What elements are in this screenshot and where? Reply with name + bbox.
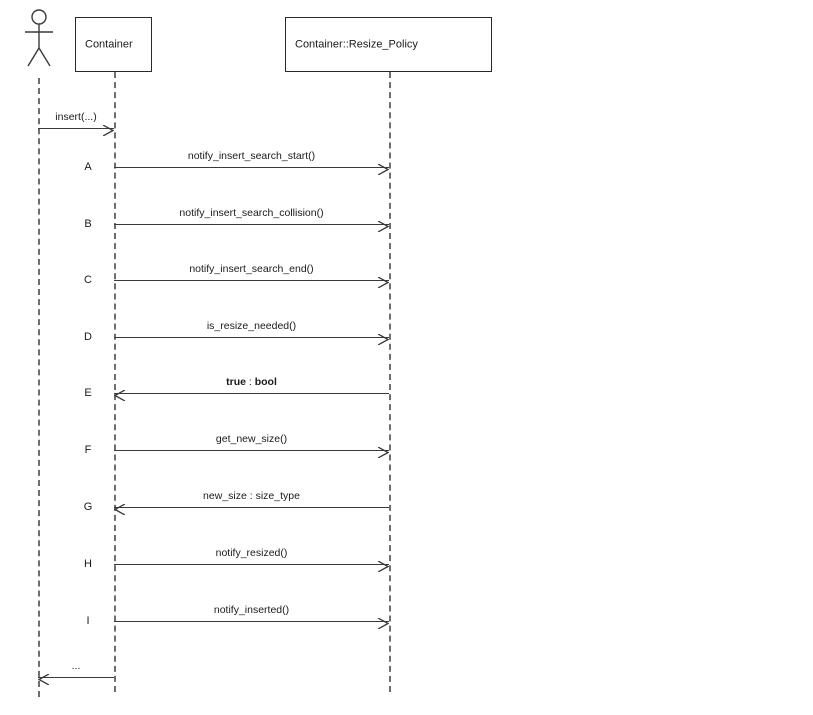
step-key-g: G (83, 501, 93, 513)
message-label: ... (71, 660, 81, 672)
participant-label-resize_policy: Container::Resize_Policy (295, 38, 418, 50)
lifeline-actor (38, 78, 40, 697)
step-key-e: E (84, 387, 92, 399)
step-key-b: B (84, 218, 92, 230)
arrowhead-left-icon (113, 502, 126, 516)
message-line (114, 507, 389, 508)
step-key-c: C (84, 274, 92, 286)
step-key-d: D (84, 331, 92, 343)
arrowhead-left-icon (113, 388, 126, 402)
message-label: notify_inserted() (213, 604, 290, 616)
arrowhead-right-icon (377, 559, 390, 573)
arrowhead-right-icon (377, 219, 390, 233)
message-line (114, 564, 389, 565)
participant-box-container[interactable]: Container (75, 17, 152, 72)
message-line (114, 621, 389, 622)
message-label: new_size : size_type (203, 490, 300, 502)
lifeline-container (114, 72, 116, 692)
message-label: notify_insert_search_end() (189, 263, 314, 275)
message-line (114, 450, 389, 451)
participant-label-container: Container (85, 38, 133, 50)
arrowhead-right-icon (377, 162, 390, 176)
arrowhead-right-icon (102, 123, 115, 137)
message-label: notify_insert_search_collision() (179, 207, 324, 219)
arrowhead-left-icon (37, 672, 50, 686)
step-key-i: I (86, 615, 90, 627)
arrowhead-right-icon (377, 445, 390, 459)
actor-figure (16, 8, 62, 72)
message-line (114, 224, 389, 225)
arrowhead-right-icon (377, 275, 390, 289)
step-key-f: F (84, 444, 92, 456)
lifeline-resize_policy (389, 72, 391, 692)
message-label: get_new_size() (215, 433, 288, 445)
step-key-h: H (84, 558, 92, 570)
arrowhead-right-icon (377, 332, 390, 346)
message-label: notify_insert_search_start() (187, 150, 316, 162)
message-label: true : bool (226, 376, 277, 388)
message-line (114, 337, 389, 338)
participant-box-resize_policy[interactable]: Container::Resize_Policy (285, 17, 492, 72)
message-line (114, 167, 389, 168)
message-line (38, 677, 114, 678)
arrowhead-right-icon (377, 616, 390, 630)
message-line (114, 280, 389, 281)
message-label: is_resize_needed() (206, 320, 297, 332)
actor-icon (25, 9, 53, 67)
step-key-a: A (84, 161, 92, 173)
message-line (114, 393, 389, 394)
message-label: insert(...) (55, 111, 97, 123)
message-line (38, 128, 114, 129)
message-label: notify_resized() (215, 547, 288, 559)
